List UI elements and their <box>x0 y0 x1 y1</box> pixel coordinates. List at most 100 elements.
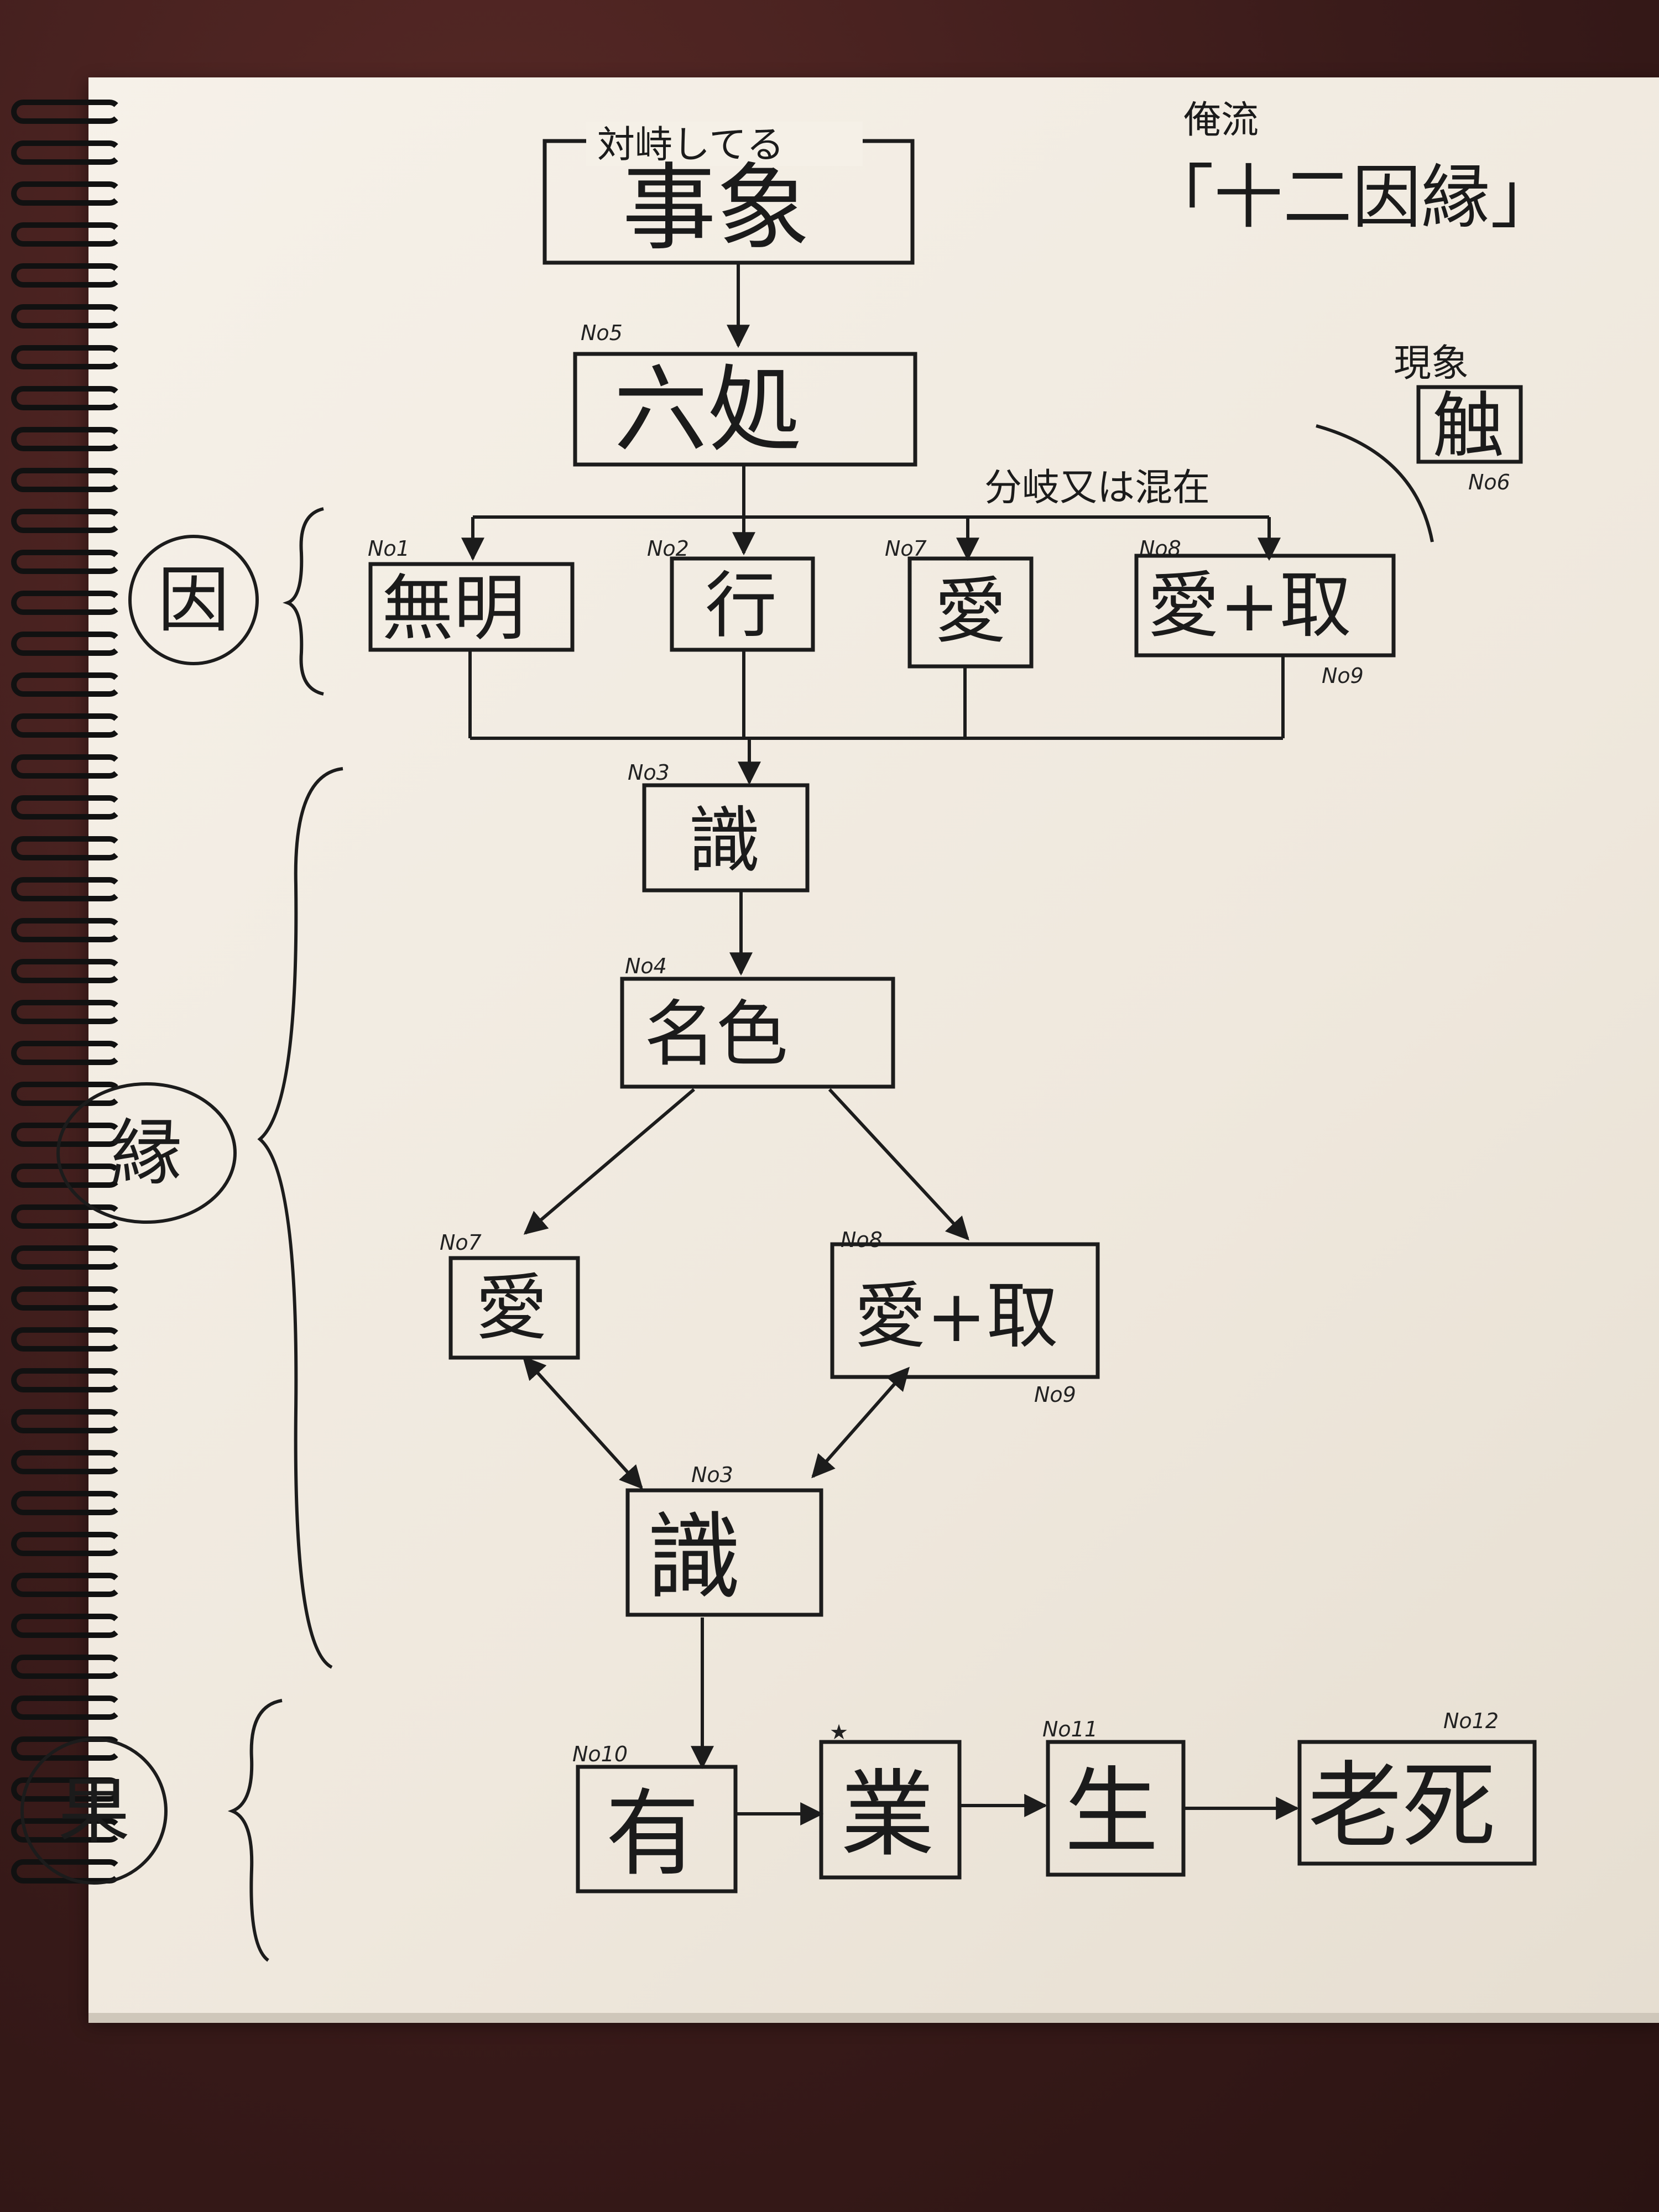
spiral-coil <box>11 795 122 820</box>
arrow-myoshiki-ai2 <box>523 1088 695 1235</box>
node-roshi-box <box>1297 1740 1537 1866</box>
spiral-coil <box>11 181 122 206</box>
node-shiki2: 識 <box>647 1503 741 1613</box>
node-shiki1: 識 <box>688 799 760 883</box>
brace-result <box>227 1699 283 1962</box>
num-shoku: No6 <box>1468 470 1510 494</box>
node-jisho: 事象 <box>622 154 810 263</box>
spiral-coil <box>11 591 122 615</box>
spiral-coil <box>11 959 122 983</box>
spiral-coil <box>11 754 122 779</box>
node-myoshiki-box <box>620 977 895 1089</box>
spiral-coil <box>11 1818 122 1843</box>
spiral-coil <box>11 1573 122 1597</box>
notebook-page <box>88 77 1659 2018</box>
num-aishu2: No8 <box>841 1228 883 1252</box>
node-ai2-box <box>448 1256 580 1360</box>
top-label-mask <box>586 122 863 166</box>
section-result-circle <box>20 1738 168 1885</box>
spiral-coil <box>11 836 122 860</box>
node-u-box <box>576 1765 738 1893</box>
spiral-coil <box>11 1204 122 1229</box>
spiral-coil <box>11 1368 122 1392</box>
spiral-coil <box>11 345 122 369</box>
num-mumyo: No1 <box>368 536 410 561</box>
side-phenomenon: 現象 <box>1394 342 1469 385</box>
spiral-coil <box>11 1655 122 1679</box>
branch-note: 分岐又は混在 <box>984 466 1210 510</box>
spiral-coil <box>11 427 122 451</box>
spiral-coil <box>11 1777 122 1802</box>
spiral-binding <box>0 100 127 1924</box>
node-mumyo: 無明 <box>382 566 525 650</box>
spiral-coil <box>11 1614 122 1638</box>
spiral-coil <box>11 304 122 328</box>
spiral-coil <box>11 1000 122 1024</box>
node-shiki1-box <box>642 783 810 893</box>
side-touch-box <box>1416 385 1523 464</box>
num-roshi: No12 <box>1443 1709 1499 1733</box>
spiral-coil <box>11 509 122 533</box>
side-curve <box>1316 424 1434 542</box>
spiral-coil <box>11 1532 122 1556</box>
node-ai2: 愛 <box>476 1266 547 1350</box>
page-edge <box>88 2013 1659 2023</box>
spiral-coil <box>11 877 122 901</box>
num-aishu1-b: No9 <box>1322 664 1364 688</box>
spiral-coil <box>11 140 122 165</box>
node-gyo: 行 <box>705 564 777 648</box>
num-myoshiki: No4 <box>625 954 667 978</box>
node-shiki2-box <box>625 1488 823 1617</box>
num-shiki1: No3 <box>628 760 670 785</box>
spiral-coil <box>11 550 122 574</box>
spiral-coil <box>11 386 122 410</box>
spiral-coil <box>11 1041 122 1065</box>
num-u: No10 <box>572 1742 628 1766</box>
node-ai1-box <box>907 556 1034 669</box>
num-shiki2: No3 <box>691 1463 733 1487</box>
spiral-coil <box>11 1859 122 1884</box>
node-ai1: 愛 <box>935 569 1006 653</box>
node-aishu2-box <box>830 1242 1100 1379</box>
spiral-coil <box>11 263 122 288</box>
section-condition: 縁 <box>111 1111 182 1195</box>
spiral-coil <box>11 1245 122 1270</box>
section-result: 果 <box>58 1769 130 1853</box>
title-line1: 俺流 <box>1183 98 1259 142</box>
node-go: 業 <box>841 1760 935 1870</box>
spiral-coil <box>11 672 122 697</box>
brace-cause <box>283 507 324 696</box>
arrow-aishu2-shiki2 <box>811 1366 910 1479</box>
brace-condition <box>257 767 343 1669</box>
spiral-coil <box>11 1695 122 1720</box>
node-aishu1: 愛+取 <box>1147 564 1352 648</box>
node-u: 有 <box>606 1780 700 1889</box>
node-go-box <box>819 1740 962 1880</box>
spiral-coil <box>11 100 122 124</box>
node-aishu2: 愛+取 <box>854 1274 1058 1358</box>
spiral-coil <box>11 1736 122 1761</box>
spiral-coil <box>11 468 122 492</box>
section-condition-circle <box>56 1082 237 1224</box>
spiral-coil <box>11 1286 122 1311</box>
node-sho: 生 <box>1065 1757 1159 1867</box>
spiral-coil <box>11 1491 122 1515</box>
spiral-coil <box>11 1082 122 1106</box>
node-myoshiki: 名色 <box>644 992 788 1076</box>
section-cause-circle <box>128 535 259 665</box>
spiral-coil <box>11 713 122 738</box>
title-line2: 「十二因縁」 <box>1145 158 1559 238</box>
side-touch: 触 <box>1432 384 1504 468</box>
num-sho: No11 <box>1042 1717 1098 1741</box>
spiral-coil <box>11 918 122 942</box>
spiral-coil <box>11 1409 122 1433</box>
num-rokusho: No5 <box>581 321 623 345</box>
node-roshi: 老死 <box>1308 1752 1496 1861</box>
node-aishu1-box <box>1134 554 1396 658</box>
spiral-coil <box>11 632 122 656</box>
node-rokusho: 六処 <box>614 356 802 465</box>
spiral-coil <box>11 222 122 247</box>
arrow-ai2-shiki2 <box>522 1355 643 1490</box>
num-aishu2-b: No9 <box>1034 1383 1076 1407</box>
